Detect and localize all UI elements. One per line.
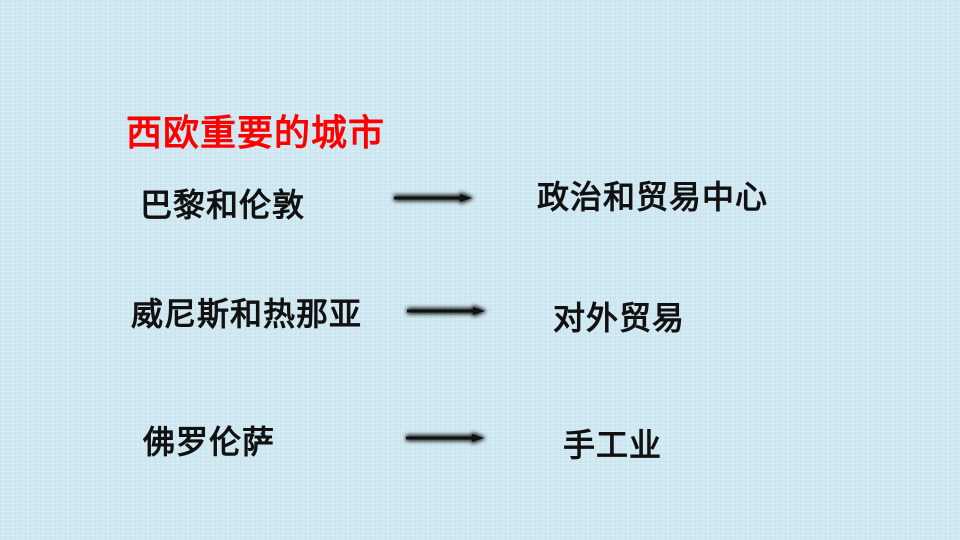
role-handicraft: 手工业 — [563, 426, 663, 464]
role-political-trade-center: 政治和贸易中心 — [537, 178, 769, 216]
right-arrow-icon — [390, 191, 476, 205]
city-florence: 佛罗伦萨 — [143, 423, 276, 461]
city-venice-genoa: 威尼斯和热那亚 — [131, 295, 363, 333]
right-arrow-icon — [402, 431, 488, 445]
role-foreign-trade: 对外贸易 — [553, 299, 686, 337]
slide-title: 西欧重要的城市 — [126, 113, 386, 154]
city-paris-london: 巴黎和伦敦 — [140, 186, 306, 224]
right-arrow-icon — [403, 304, 489, 318]
